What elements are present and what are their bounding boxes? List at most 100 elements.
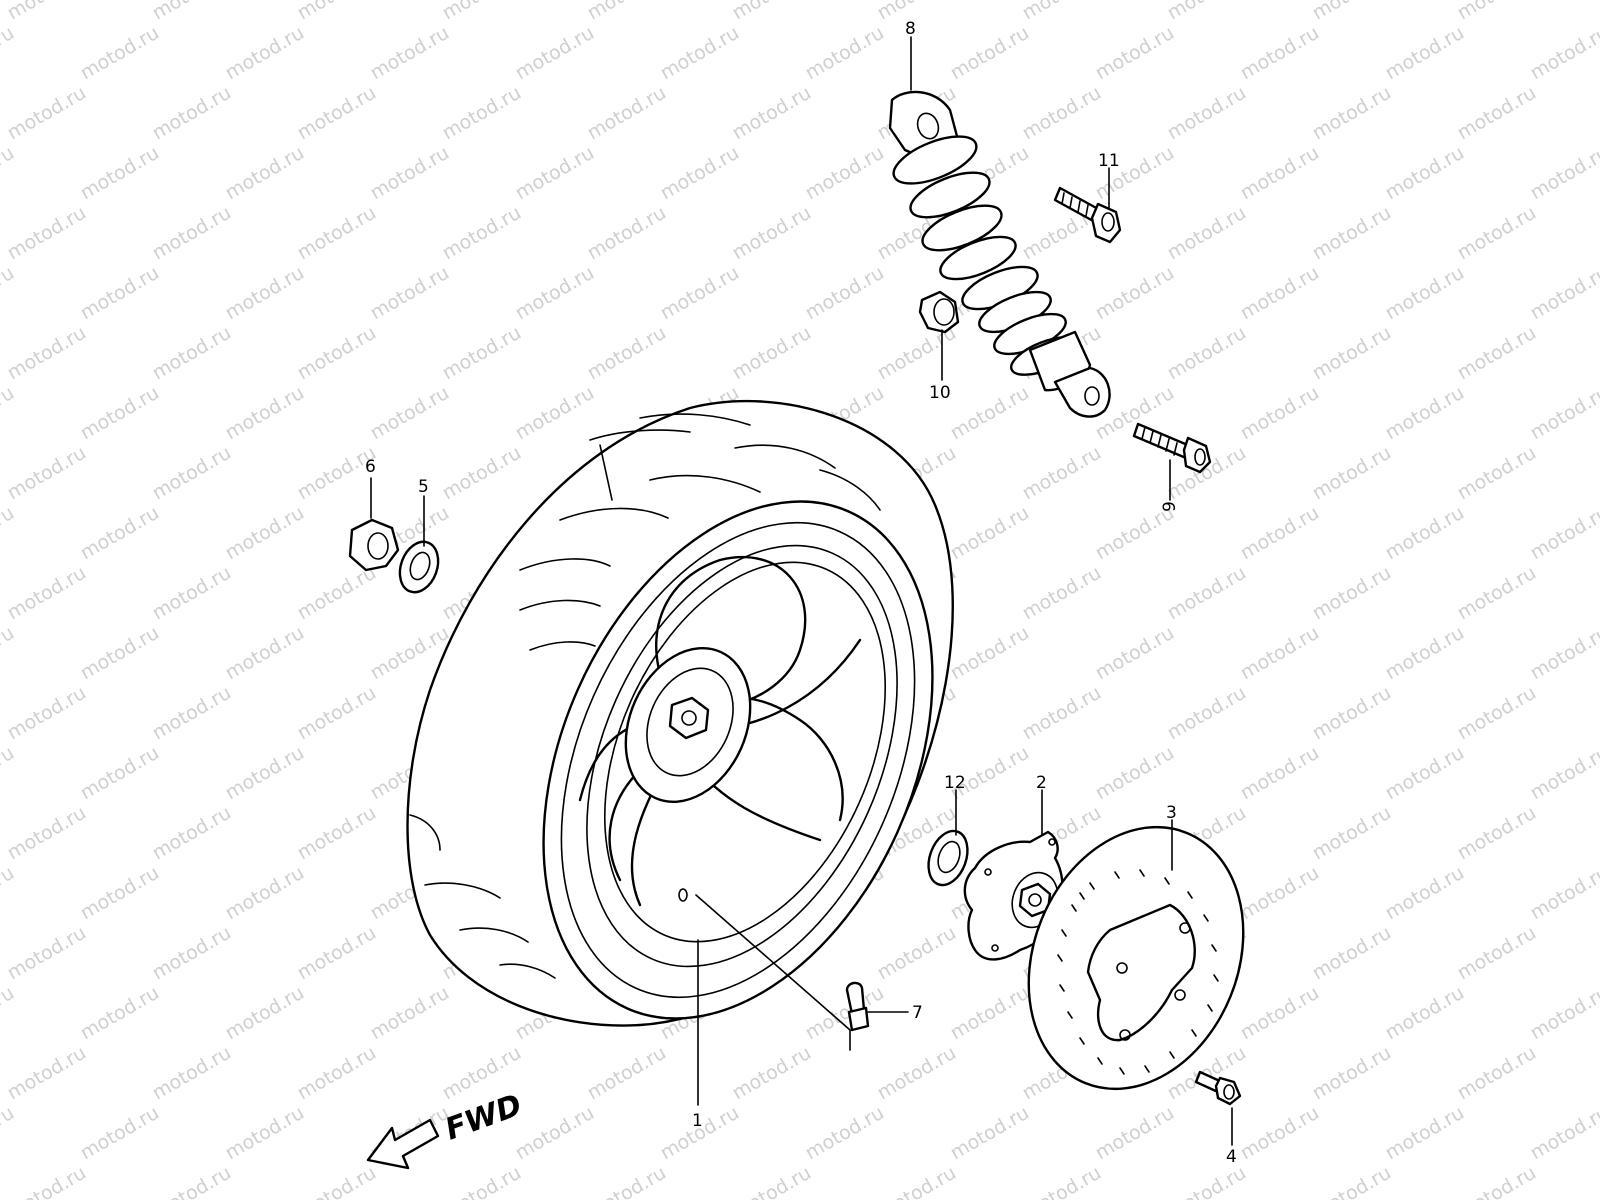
watermark-text: motod.ru	[1527, 742, 1600, 805]
watermark-text: motod.ru	[657, 22, 743, 85]
watermark-text: motod.ru	[1382, 742, 1468, 805]
watermark-text: motod.ru	[802, 982, 888, 1045]
watermark-text: motod.ru	[1309, 562, 1395, 625]
watermark-text: motod.ru	[1454, 322, 1540, 385]
brake-disc-3	[1027, 825, 1245, 1091]
watermark-text: motod.ru	[222, 502, 308, 565]
watermark-text: motod.ru	[874, 1042, 960, 1105]
watermark-text: motod.ru	[149, 82, 235, 145]
watermark-text: motod.ru	[874, 0, 960, 24]
watermark-text: motod.ru	[1164, 82, 1250, 145]
watermark-text: motod.ru	[1382, 382, 1468, 445]
watermark-text: motod.ru	[77, 382, 163, 445]
watermark-text: motod.ru	[367, 382, 453, 445]
rim-bead	[586, 544, 898, 968]
watermark-text: motod.ru	[512, 262, 598, 325]
watermark-text: motod.ru	[1019, 442, 1105, 505]
watermark-text: motod.ru	[1309, 802, 1395, 865]
watermark-text: motod.ru	[1019, 1162, 1105, 1200]
watermark-text: motod.ru	[4, 562, 90, 625]
watermark-text: motod.ru	[4, 1042, 90, 1105]
watermark-text: motod.ru	[512, 1102, 598, 1165]
watermark-text: motod.ru	[149, 1042, 235, 1105]
watermark-text: motod.ru	[657, 142, 743, 205]
bolt-11	[1053, 186, 1122, 244]
watermark-text: motod.ru	[1527, 982, 1600, 1045]
watermark-text: motod.ru	[294, 1162, 380, 1200]
leader-lines	[370, 36, 1233, 1146]
watermark-text: motod.ru	[584, 1042, 670, 1105]
valve-hole	[678, 888, 688, 902]
watermark-text: motod.ru	[4, 682, 90, 745]
watermark-text: motod.ru	[1309, 82, 1395, 145]
rear-shock-absorber	[888, 90, 1111, 418]
watermark-text: motod.ru	[1382, 502, 1468, 565]
watermark-text: motod.ru	[4, 802, 90, 865]
watermark-text: motod.ru	[1309, 682, 1395, 745]
tire-tread-grooves	[409, 413, 881, 979]
axle-nut-hole	[681, 710, 697, 726]
watermark-text: motod.ru	[294, 922, 380, 985]
watermark-text: motod.ru	[729, 1162, 815, 1200]
watermark-text: motod.ru	[1309, 322, 1395, 385]
watermark-text: motod.ru	[1164, 322, 1250, 385]
watermark-text: motod.ru	[439, 442, 525, 505]
watermark-text: motod.ru	[584, 202, 670, 265]
watermark-text: motod.ru	[1382, 1102, 1468, 1165]
rim-well	[603, 561, 887, 943]
watermark-text: motod.ru	[149, 202, 235, 265]
watermark-text: motod.ru	[439, 0, 525, 24]
watermark-text: motod.ru	[1092, 622, 1178, 685]
watermark-text: motod.ru	[1454, 82, 1540, 145]
watermark-text: motod.ru	[149, 442, 235, 505]
watermark-text: motod.ru	[222, 22, 308, 85]
watermark-text: motod.ru	[584, 0, 670, 24]
watermark-text: motod.ru	[222, 1102, 308, 1165]
watermark-text: motod.ru	[1527, 262, 1600, 325]
watermark-text: motod.ru	[149, 0, 235, 24]
watermark-text: motod.ru	[512, 382, 598, 445]
watermark-text: motod.ru	[4, 202, 90, 265]
watermark-text: motod.ru	[0, 262, 18, 325]
watermark-text: motod.ru	[802, 262, 888, 325]
watermark-text: motod.ru	[1237, 982, 1323, 1045]
watermark-text: motod.ru	[512, 142, 598, 205]
watermark-text: motod.ru	[802, 1102, 888, 1165]
watermark-text: motod.ru	[0, 1102, 18, 1165]
watermark-text: motod.ru	[584, 322, 670, 385]
watermark-text: motod.ru	[1237, 22, 1323, 85]
watermark-text: motod.ru	[1164, 562, 1250, 625]
watermark-text: motod.ru	[729, 82, 815, 145]
watermark-text: motod.ru	[1237, 142, 1323, 205]
watermark-text: motod.ru	[222, 862, 308, 925]
washer-5	[398, 540, 440, 594]
watermark-text: motod.ru	[512, 22, 598, 85]
watermark-text: motod.ru	[4, 442, 90, 505]
watermark-text: motod.ru	[584, 82, 670, 145]
watermark-text: motod.ru	[729, 1042, 815, 1105]
watermark-text: motod.ru	[1454, 1042, 1540, 1105]
watermark-text: motod.ru	[149, 682, 235, 745]
watermark-text: motod.ru	[1309, 442, 1395, 505]
callout-10: 10	[929, 383, 951, 403]
nut-10	[918, 290, 960, 334]
callout-9: 9	[1160, 501, 1180, 512]
watermark-text: motod.ru	[1382, 622, 1468, 685]
watermark-text: motod.ru	[802, 22, 888, 85]
watermark-text: motod.ru	[1382, 22, 1468, 85]
watermark-text: motod.ru	[947, 502, 1033, 565]
watermark-text: motod.ru	[1382, 862, 1468, 925]
watermark-text: motod.ru	[947, 22, 1033, 85]
watermark-text: motod.ru	[77, 742, 163, 805]
watermark-text: motod.ru	[77, 622, 163, 685]
watermark-text: motod.ru	[1527, 1102, 1600, 1165]
watermark-text: motod.ru	[729, 0, 815, 24]
watermark-text: motod.ru	[1092, 262, 1178, 325]
watermark-text: motod.ru	[1382, 142, 1468, 205]
watermark-text: motod.ru	[1454, 682, 1540, 745]
callout-11: 11	[1098, 151, 1120, 171]
watermark-text: motod.ru	[294, 1042, 380, 1105]
watermark-text: motod.ru	[149, 1162, 235, 1200]
watermark-text: motod.ru	[294, 82, 380, 145]
watermark-text: motod.ru	[77, 22, 163, 85]
